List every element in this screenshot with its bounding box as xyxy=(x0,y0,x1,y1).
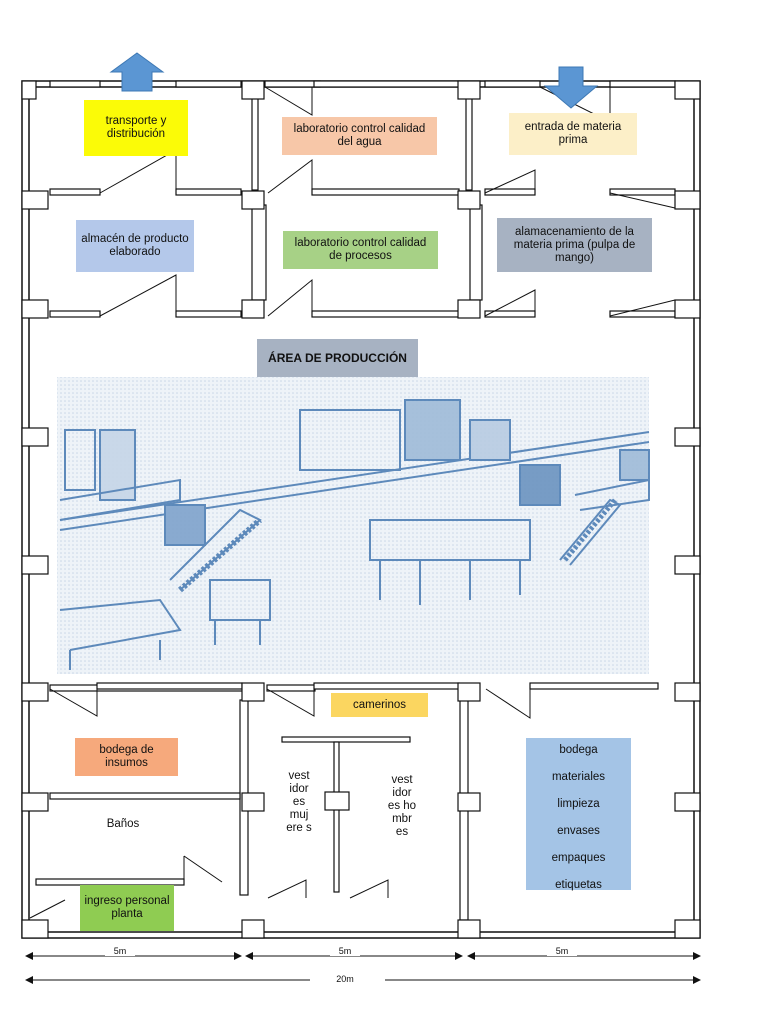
room-almacen-materia-prima: alamacenamiento de la materia prima (pul… xyxy=(497,218,652,272)
list-item: etiquetas xyxy=(555,879,602,891)
dimension-total: 20m xyxy=(336,974,354,984)
room-almacen-producto: almacén de producto elaborado xyxy=(76,220,194,272)
pillars xyxy=(21,80,701,939)
room-lab-procesos: laboratorio control calidad de procesos xyxy=(283,231,438,269)
room-entrada-materia-prima: entrada de materia prima xyxy=(509,113,637,155)
room-transporte: transporte y distribución xyxy=(84,100,188,156)
room-vestidores-hombres: vest idor es ho mbr es xyxy=(387,774,417,838)
room-lab-agua: laboratorio control calidad del agua xyxy=(282,117,437,155)
room-camerinos: camerinos xyxy=(331,693,428,717)
room-bodega-insumos: bodega de insumos xyxy=(75,738,178,776)
dimension-col2: 5m xyxy=(330,946,360,956)
entry-arrow-down-icon xyxy=(543,66,599,109)
list-item: bodega xyxy=(559,744,598,756)
room-vestidores-mujeres: vest idor es muj ere s xyxy=(286,770,312,834)
list-item: limpieza xyxy=(557,798,600,810)
dimension-col3: 5m xyxy=(547,946,577,956)
list-item: empaques xyxy=(551,852,606,864)
list-item: envases xyxy=(557,825,600,837)
production-area-title: ÁREA DE PRODUCCIÓN xyxy=(257,339,418,377)
production-machinery-image xyxy=(57,377,650,674)
dimension-col1: 5m xyxy=(105,946,135,956)
room-ingreso-personal: ingreso personal planta xyxy=(80,885,174,931)
room-banos: Baños xyxy=(106,818,140,830)
room-bodega-materiales: bodega materiales limpieza envases empaq… xyxy=(526,738,631,891)
wall-segments xyxy=(35,80,676,921)
exit-arrow-up-icon xyxy=(109,52,165,92)
dimension-lines xyxy=(25,952,701,984)
list-item: materiales xyxy=(551,771,606,783)
